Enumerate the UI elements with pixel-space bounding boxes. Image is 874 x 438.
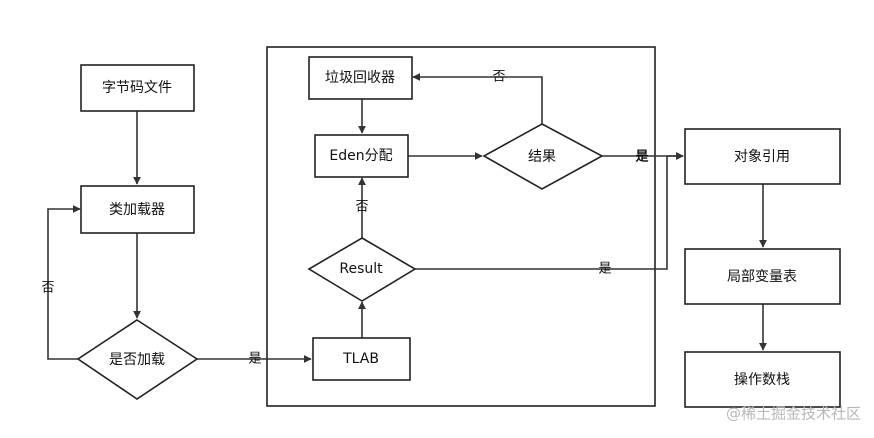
edge-label-no-gc: 否 [492,70,505,85]
node-class-loader-label: 类加载器 [109,202,165,218]
node-operand-stack [684,351,841,408]
node-operand-stack-label: 操作数栈 [734,372,790,388]
node-is-loaded-label: 是否加载 [109,352,165,368]
edge-check-no-to-loader [47,205,81,360]
node-class-loader [80,185,195,234]
node-outcome [482,123,604,190]
edge-label-yes-result: 是 [598,262,611,277]
edge-label-yes-outcome: 是 [634,150,649,165]
edge-outcome-no-to-gc [412,73,543,124]
node-object-ref-label: 对象引用 [734,149,790,165]
edge-label-yes-tlab: 是 [248,352,261,367]
node-eden-alloc [314,134,409,178]
node-eden-alloc-label: Eden分配 [329,148,392,164]
node-bytecode-file-label: 字节码文件 [102,80,172,96]
node-bytecode-file [80,64,195,112]
node-tlab [312,337,411,381]
edge-label-no-eden: 否 [355,200,368,215]
node-outcome-label: 结果 [528,149,556,165]
edge-label-no-loader: 否 [41,281,54,296]
node-tlab-label: TLAB [342,351,379,367]
node-gc [308,56,413,100]
node-object-ref [684,128,841,185]
node-local-var-table-label: 局部变量表 [727,269,797,285]
node-result-check [307,237,417,302]
node-gc-label: 垃圾回收器 [325,70,395,86]
node-local-var-table [684,248,841,305]
node-is-loaded [76,319,199,400]
jvm-heap-frame [266,46,656,407]
node-result-check-label: Result [339,261,383,277]
watermark-text: @稀土掘金技术社区 [726,405,861,423]
edges [47,73,767,363]
